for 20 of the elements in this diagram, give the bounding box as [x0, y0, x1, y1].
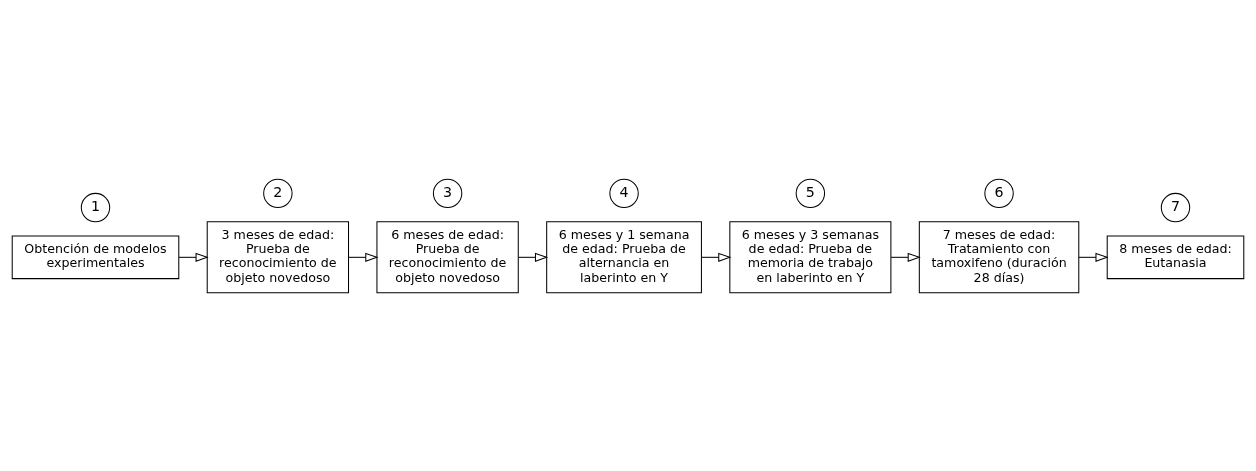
node-circle: 7 — [1160, 192, 1191, 222]
arrow — [178, 252, 209, 262]
node-box: 7 meses de edad: Tratamiento con tamoxifeno (duración 28 días) — [918, 220, 1080, 293]
node-box: 6 meses y 3 semanas de edad: Prueba de memoria de trabajo en laberinto en Y — [729, 220, 892, 293]
arrow — [701, 252, 732, 262]
arrow — [518, 252, 549, 262]
arrow — [1078, 252, 1109, 262]
node-circle: 1 — [80, 192, 111, 222]
node-box: 3 meses de edad: Prueba de reconocimiento de objeto novedoso — [206, 220, 350, 293]
node-circle: 3 — [432, 178, 463, 208]
node-box: 8 meses de edad: Eutanasia — [1106, 235, 1245, 279]
node-box: Obtención de modelos experimentales — [11, 235, 180, 279]
arrow — [348, 252, 379, 262]
node-circle: 2 — [263, 178, 293, 208]
node-circle: 6 — [984, 178, 1014, 208]
node-box: 6 meses y 1 semana de edad: Prueba de alternancia en laberinto en Y — [546, 220, 702, 293]
node-circle: 5 — [795, 178, 826, 208]
arrow — [890, 252, 921, 262]
node-circle: 4 — [609, 178, 639, 208]
node-box: 6 meses de edad: Prueba de reconocimiento de objeto novedoso — [376, 220, 519, 293]
